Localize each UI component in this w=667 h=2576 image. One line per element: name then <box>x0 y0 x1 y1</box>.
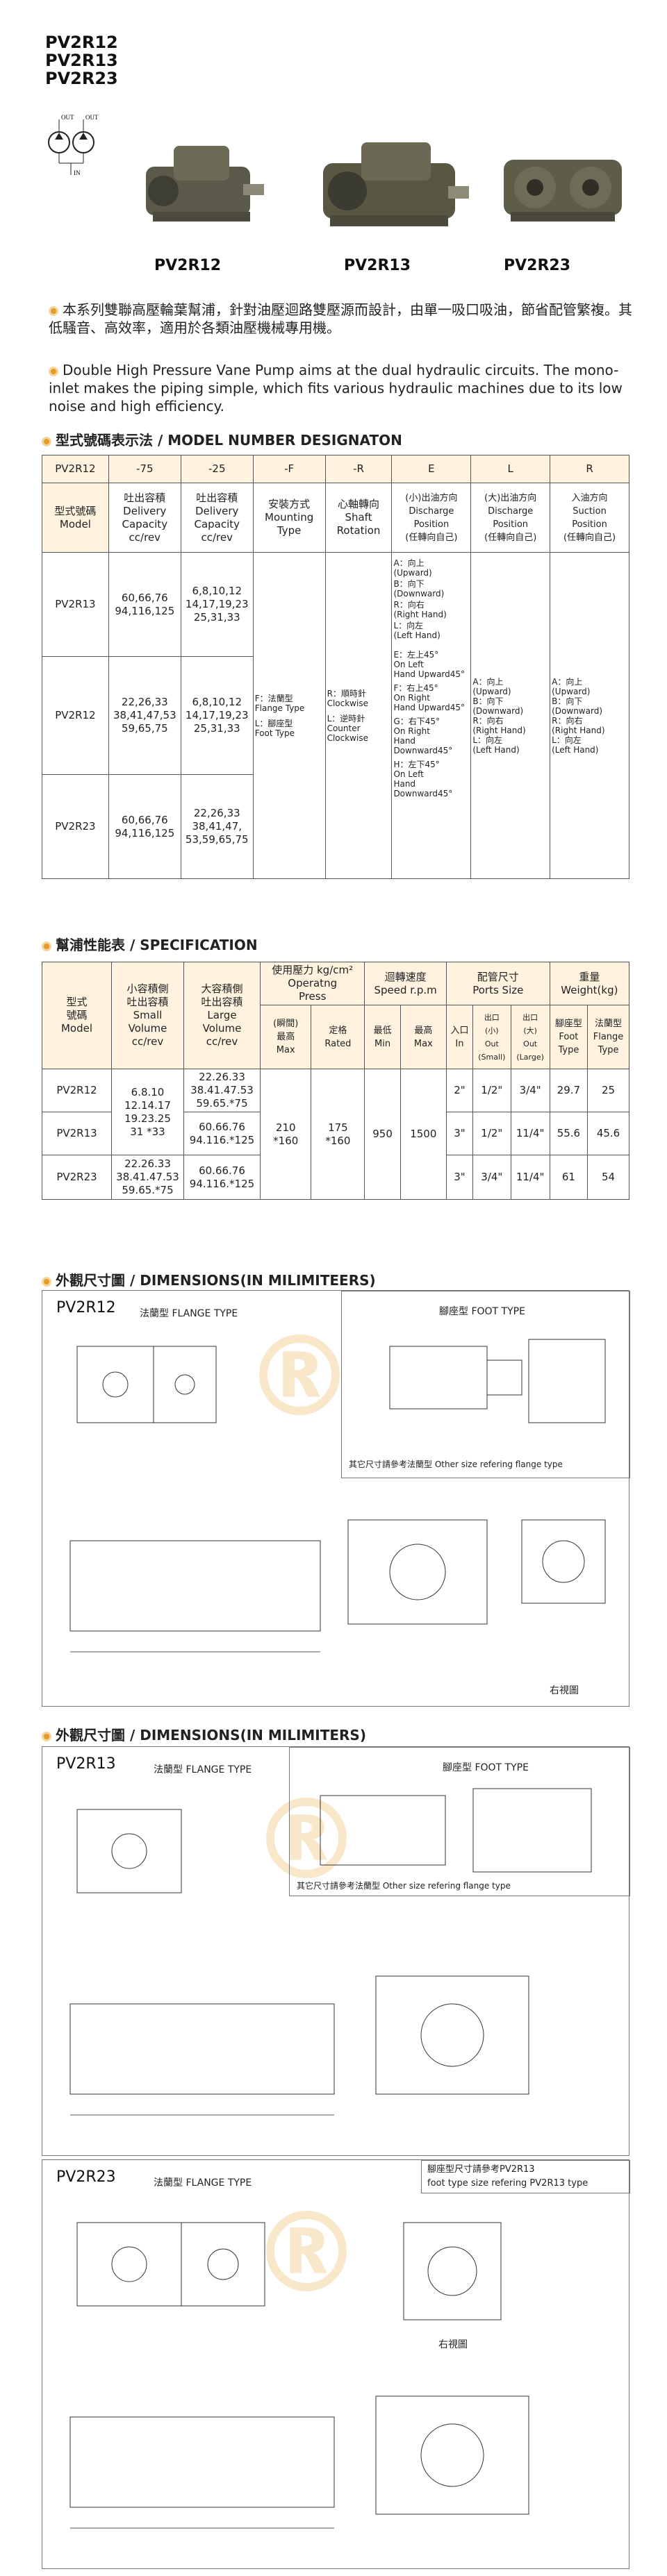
pv2r13-technical-drawing <box>69 1788 592 2116</box>
foot-type-panel: 腳座型 FOOT TYPE 其它尺寸請參考法蘭型 Other size refe… <box>341 1291 630 1478</box>
watermark-logo: ® <box>251 1775 362 1905</box>
pump-photos <box>122 132 650 243</box>
pv2r23-technical-drawing <box>69 2222 529 2529</box>
photo-caption: PV2R23 <box>504 257 571 274</box>
model-name: PV2R12 <box>45 33 118 52</box>
watermark-logo: ® <box>251 2188 362 2318</box>
flange-type-label: 法蘭型 FLANGE TYPE <box>140 1308 238 1319</box>
bullet-icon <box>42 941 51 951</box>
pump-image <box>323 142 469 226</box>
model-name: PV2R13 <box>45 51 118 70</box>
bullet-icon <box>49 366 58 376</box>
dimensions-heading: 外觀尺寸圖 / DIMENSIONS(IN MILIMITEERS) <box>42 1269 376 1289</box>
foot-type-label: 腳座型 FOOT TYPE <box>439 1306 525 1317</box>
model-name: PV2R23 <box>45 69 118 88</box>
svg-text:OUT: OUT <box>61 114 74 121</box>
pv2r12-dimension-drawing: ® PV2R12 法蘭型 FLANGE TYPE 腳座型 FOOT TYPE 其… <box>42 1290 630 1707</box>
right-view-label: 右視圖 <box>550 1685 579 1696</box>
foot-type-note: 腳座型尺寸請參考PV2R13 foot type size refering P… <box>421 2160 630 2193</box>
flange-type-label: 法蘭型 FLANGE TYPE <box>154 1764 252 1775</box>
drawing-note: 其它尺寸請參考法蘭型 Other size refering flange ty… <box>349 1460 563 1469</box>
model-list: PV2R12 PV2R13 PV2R23 <box>45 33 118 87</box>
drawing-title: PV2R12 <box>56 1299 116 1316</box>
hydraulic-symbol: OUT OUT IN <box>48 114 99 176</box>
drawing-note: 其它尺寸請參考法蘭型 Other size refering flange ty… <box>297 1881 511 1891</box>
svg-text:IN: IN <box>74 169 81 176</box>
specification-table: 型式 號碼 Model 小容積側 吐出容積 Small Volume cc/re… <box>42 962 630 1200</box>
bullet-icon <box>42 1276 51 1287</box>
svg-text:OUT: OUT <box>85 114 99 121</box>
drawing-title: PV2R13 <box>56 1755 116 1773</box>
bullet-icon <box>42 1731 51 1741</box>
intro-chinese: 本系列雙聯高壓輪葉幫浦，針對油壓迴路雙壓源而設計，由單一吸口吸油，節省配管繁複。… <box>49 301 632 336</box>
pv2r13-dimension-drawing: ® PV2R13 法蘭型 FLANGE TYPE 腳座型 FOOT TYPE 其… <box>42 1746 630 2156</box>
model-number-heading: 型式號碼表示法 / MODEL NUMBER DESIGNATON <box>42 429 402 449</box>
pump-image <box>504 160 622 221</box>
foot-type-panel: 腳座型 FOOT TYPE 其它尺寸請參考法蘭型 Other size refe… <box>289 1747 630 1896</box>
photo-caption: PV2R13 <box>344 257 411 274</box>
watermark-logo: ® <box>244 1312 355 1441</box>
intro-english: Double High Pressure Vane Pump aims at t… <box>49 362 623 415</box>
foot-type-label: 腳座型 FOOT TYPE <box>443 1762 529 1773</box>
pv2r12-technical-drawing <box>69 1339 606 1653</box>
specification-heading: 幫浦性能表 / SPECIFICATION <box>42 934 258 954</box>
photo-caption: PV2R12 <box>154 257 222 274</box>
flange-type-label: 法蘭型 FLANGE TYPE <box>154 2177 252 2189</box>
drawing-title: PV2R23 <box>56 2168 116 2186</box>
right-view-label: 右視圖 <box>438 2339 468 2350</box>
model-number-table: PV2R12 -75 -25 -F -R E L R 型式號碼 Model 吐出… <box>42 455 629 879</box>
dimensions-heading-2: 外觀尺寸圖 / DIMENSIONS(IN MILIMITERS) <box>42 1724 366 1744</box>
bullet-icon <box>49 306 58 316</box>
pump-image <box>146 146 264 221</box>
pv2r23-dimension-drawing: ® PV2R23 法蘭型 FLANGE TYPE 腳座型尺寸請參考PV2R13 … <box>42 2159 630 2569</box>
bullet-icon <box>42 436 51 446</box>
